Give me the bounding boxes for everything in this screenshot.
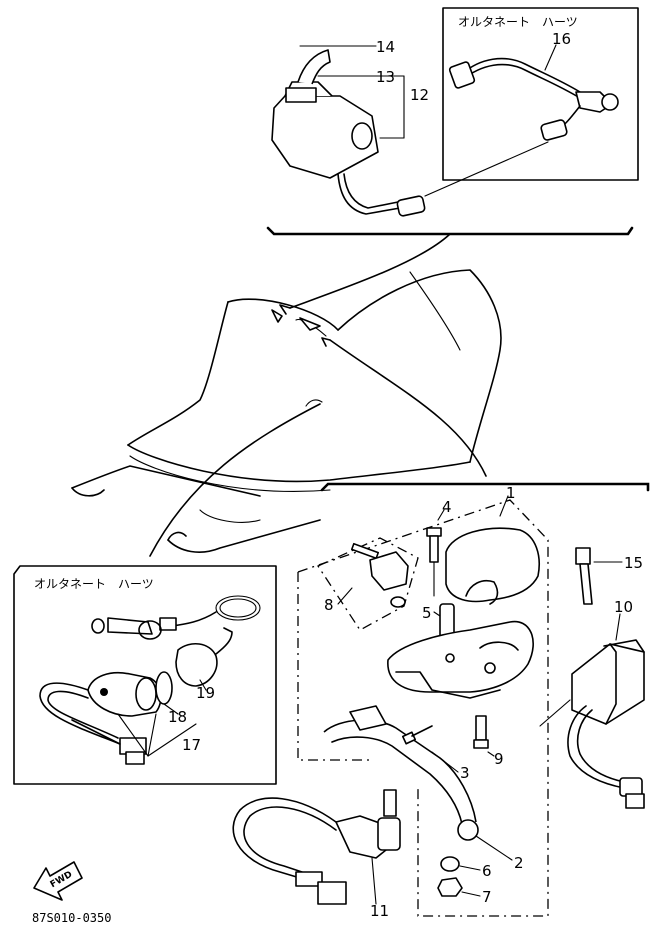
drawing-code: 87S010-0350 [32,911,111,925]
part-11-switch [232,797,401,905]
callout-12: 12 [410,86,429,104]
callout-5: 5 [422,604,432,622]
callout-1: 1 [506,484,516,502]
fwd-arrow-icon: FWD [33,861,83,901]
callout-19: 19 [196,684,215,702]
callout-16: 16 [552,30,571,48]
callout-9: 9 [494,750,504,768]
snowmobile-outline [71,269,502,553]
part-15-tie [575,547,593,605]
callout-2: 2 [514,854,524,872]
part-10-module [567,639,645,809]
callout-4: 4 [442,498,452,516]
lever-bracket [387,620,534,699]
callout-14: 14 [376,38,395,56]
kill-switch-assembly [271,49,426,217]
part-2-lever [323,705,479,841]
callout-6: 6 [482,862,492,880]
inset-left-title: オルタネート ハーツ [34,577,154,591]
callout-13: 13 [376,68,395,86]
part-9 [473,715,489,749]
callout-11: 11 [370,902,389,920]
part-6 [440,856,460,872]
callout-18: 18 [168,708,187,726]
inset-left-box: オルタネート ハーツ [13,565,277,785]
callout-17: 17 [182,736,201,754]
part-3 [401,725,433,745]
callout-8: 8 [324,596,334,614]
lever-cover [445,527,540,603]
part-8 [350,542,409,608]
part-4 [426,527,442,563]
inset-top-box: オルタネート ハーツ 16 [442,7,639,181]
callout-15: 15 [624,554,643,572]
callout-7: 7 [482,888,492,906]
callout-10: 10 [614,598,633,616]
part-7 [437,877,463,897]
callout-3: 3 [460,764,470,782]
inset-top-title: オルタネート ハーツ [458,15,578,29]
